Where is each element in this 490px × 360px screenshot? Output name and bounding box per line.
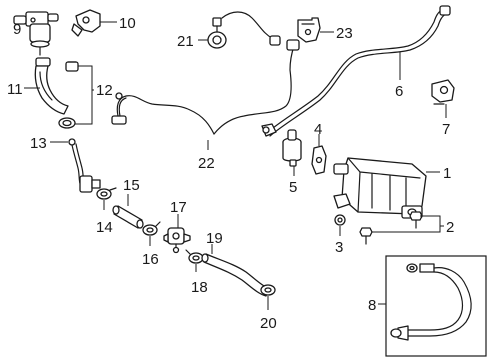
part-19-hose [201, 253, 269, 297]
part-8-hose-assembly [390, 263, 472, 341]
callout-13: 13 [30, 135, 47, 152]
callout-2: 2 [446, 219, 454, 236]
callout-3: 3 [335, 239, 343, 256]
part-14-clamp [96, 187, 117, 200]
callout-7: 7 [442, 121, 450, 138]
part-22-sensor-harness [111, 39, 300, 135]
callout-4: 4 [314, 121, 322, 138]
part-4-bracket [311, 145, 327, 175]
part-6-vapor-hose [261, 5, 451, 137]
callout-1: 1 [443, 165, 451, 182]
part-18-clamp [185, 249, 204, 264]
part-12-clamps [58, 61, 79, 129]
callout-10: 10 [119, 15, 136, 32]
callout-20: 20 [260, 315, 277, 332]
detail-inset-box [385, 255, 487, 357]
part-10-bracket [71, 9, 101, 37]
callout-11: 11 [7, 81, 23, 98]
callout-15: 15 [123, 177, 140, 194]
callout-16: 16 [142, 251, 159, 268]
leader-12 [75, 65, 93, 125]
part-7-clip [431, 79, 455, 105]
part-13-pipe [68, 138, 101, 193]
part-9-valve [13, 11, 59, 56]
part-15-hose [112, 205, 144, 229]
callout-19: 19 [206, 230, 223, 247]
leader-2 [372, 215, 441, 233]
callout-14: 14 [96, 219, 113, 236]
part-11-hose [34, 57, 69, 115]
part-16-clamp [142, 221, 161, 236]
callout-9: 9 [13, 21, 21, 38]
part-23-bracket [297, 17, 321, 43]
part-1-canister [333, 157, 427, 219]
callout-23: 23 [336, 25, 353, 42]
part-20-clamp [260, 284, 276, 296]
callout-5: 5 [289, 179, 297, 196]
part-5-filter [282, 129, 302, 167]
callout-18: 18 [191, 279, 208, 296]
part-2-bolts [359, 211, 423, 245]
callout-12: 12 [96, 82, 113, 99]
part-3-washer [334, 214, 346, 226]
part-21-connector [207, 11, 281, 49]
callout-8: 8 [368, 297, 376, 314]
callout-17: 17 [170, 199, 187, 216]
callout-6: 6 [395, 83, 403, 100]
part-17-valve [163, 227, 191, 254]
callout-21: 21 [177, 33, 194, 50]
callout-22: 22 [198, 155, 215, 172]
